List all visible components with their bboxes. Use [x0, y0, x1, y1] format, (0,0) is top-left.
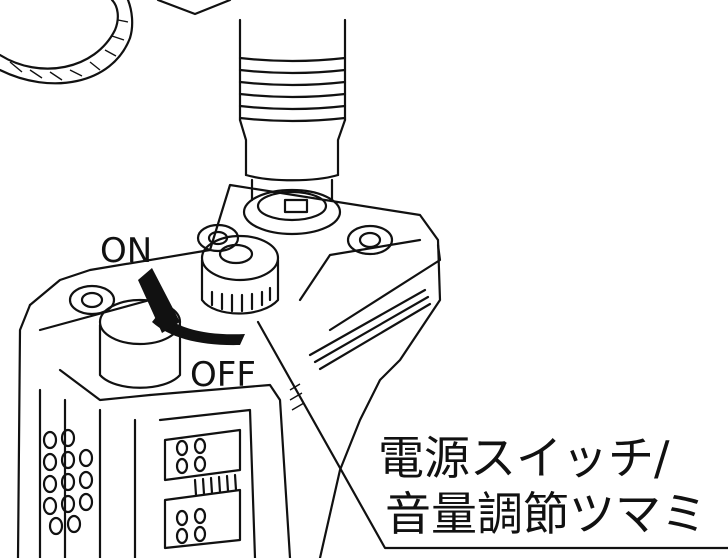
top-bracket	[156, 0, 232, 16]
antenna	[238, 18, 347, 236]
callout-text-line1: 電源スイッチ/	[378, 431, 670, 485]
keypad-ribs	[193, 473, 238, 497]
callout-text-line2: 音量調節ツマミ	[385, 487, 707, 541]
strap-cord	[0, 0, 134, 85]
on-label: ON	[100, 231, 152, 271]
off-label: OFF	[190, 355, 256, 395]
callout-leader-line	[256, 320, 728, 550]
speaker-holes	[42, 428, 207, 545]
power-volume-knob[interactable]	[152, 234, 280, 346]
side-grille	[289, 288, 432, 411]
on-arrow-icon	[138, 268, 180, 333]
